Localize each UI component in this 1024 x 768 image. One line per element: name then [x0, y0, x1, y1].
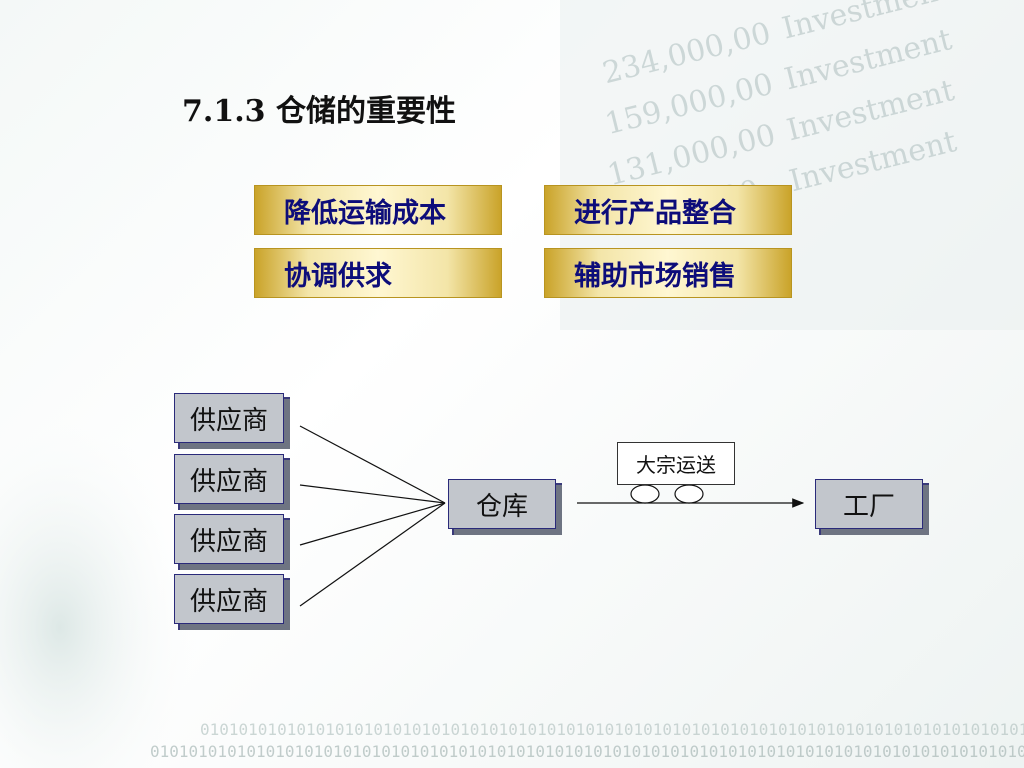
supplier-link-line	[299, 425, 446, 504]
supplier-link-line	[299, 502, 446, 546]
benefit-reduce-transport-cost: 降低运输成本	[254, 185, 502, 235]
benefit-balance-supply-demand: 协调供求	[254, 248, 502, 298]
bulk-transport-label: 大宗运送	[617, 442, 735, 485]
supplier-link-line	[299, 502, 446, 607]
benefit-support-sales: 辅助市场销售	[544, 248, 792, 298]
supplier-node: 供应商	[174, 514, 284, 564]
truck-wheel	[630, 484, 660, 504]
supplier-node: 供应商	[174, 574, 284, 624]
supplier-link-line	[299, 484, 446, 504]
supplier-node: 供应商	[174, 454, 284, 504]
supplier-node: 供应商	[174, 393, 284, 443]
page-title: 7.1.3 仓储的重要性	[182, 94, 456, 129]
factory-node: 工厂	[815, 479, 923, 529]
truck-wheel	[674, 484, 704, 504]
warehouse-node: 仓库	[448, 479, 556, 529]
benefit-product-consolidation: 进行产品整合	[544, 185, 792, 235]
